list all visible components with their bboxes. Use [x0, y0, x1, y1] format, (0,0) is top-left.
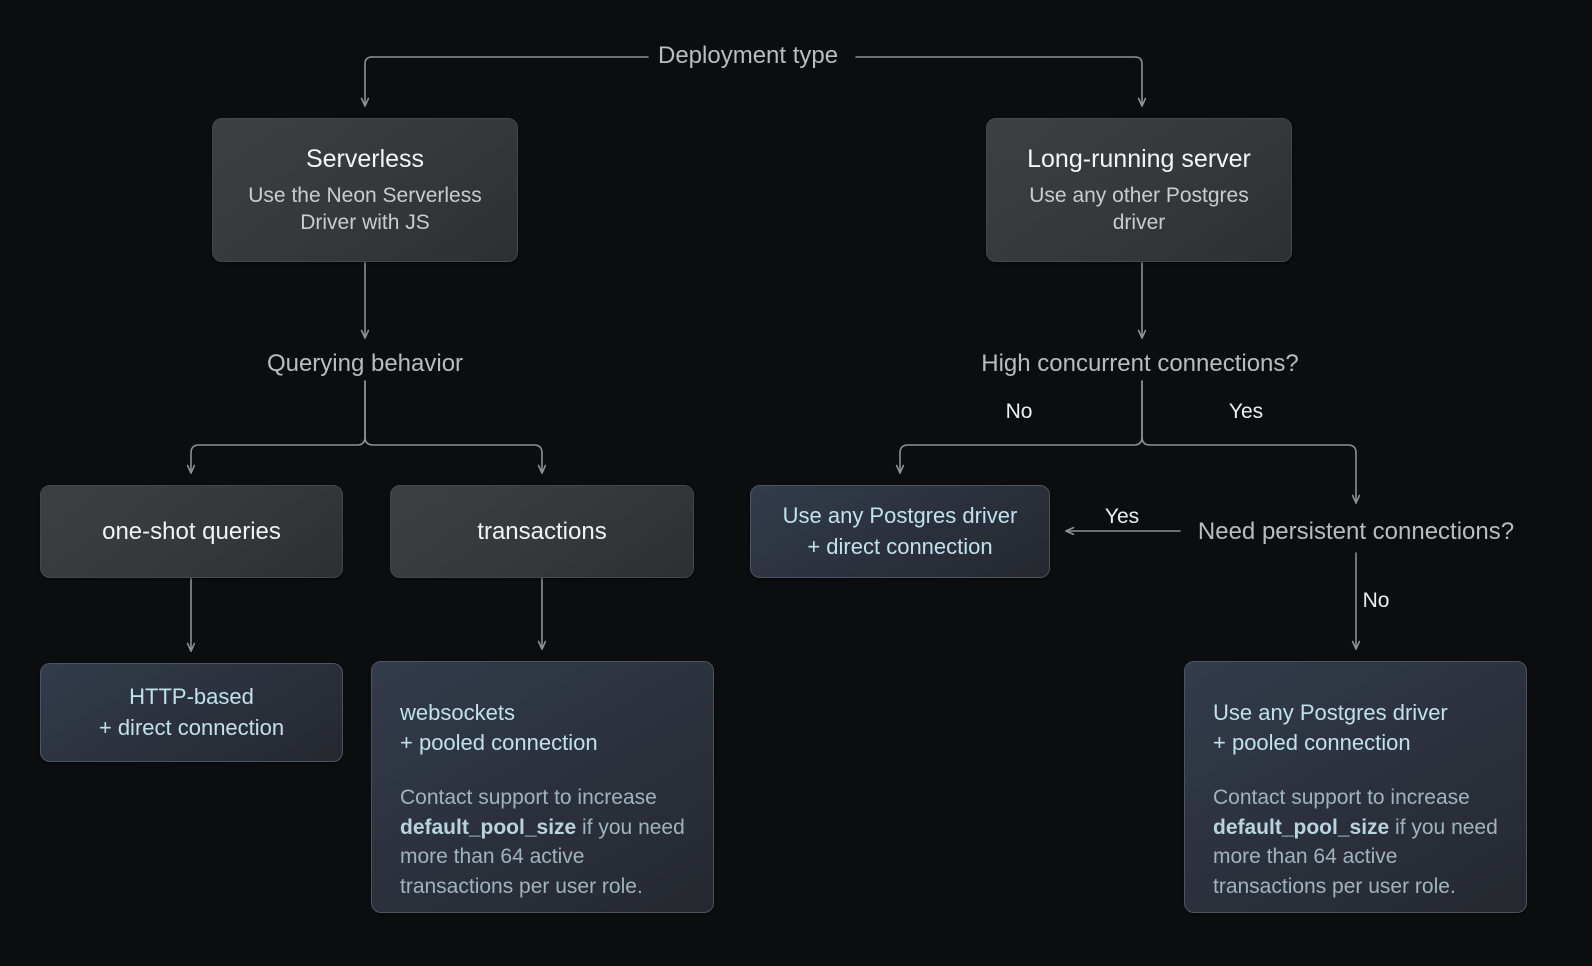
edge-querying-to-oneshot	[191, 380, 366, 473]
node-websockets-pooled-connection[interactable]: websockets + pooled connection Contact s…	[371, 661, 714, 913]
label-querying-behavior: Querying behavior	[266, 350, 464, 377]
node-serverless[interactable]: Serverless Use the Neon Serverless Drive…	[212, 118, 518, 262]
edge-concurrency-no	[900, 380, 1143, 473]
edge-label-persistent-yes: Yes	[1104, 505, 1140, 528]
node-websockets-body-after: if you need more than 64 active transact…	[400, 815, 685, 899]
node-websockets-head: websockets + pooled connection	[400, 700, 598, 756]
root-label: Deployment type	[658, 42, 839, 69]
label-high-concurrent-connections: High concurrent connections?	[981, 350, 1299, 377]
edge-root-to-longrunning	[1134, 56, 1142, 106]
label-need-persistent-connections: Need persistent connections?	[1197, 518, 1515, 545]
edge-label-persistent-no: No	[1362, 589, 1390, 612]
node-postgres-pooled-body-before: Contact support to increase	[1213, 785, 1470, 809]
node-one-shot-queries[interactable]: one-shot queries	[40, 485, 343, 578]
edge-querying-to-transactions	[364, 380, 542, 473]
node-websockets-body-before: Contact support to increase	[400, 785, 657, 809]
node-postgres-direct-connection[interactable]: Use any Postgres driver + direct connect…	[750, 485, 1050, 578]
node-http-direct-connection[interactable]: HTTP-based + direct connection	[40, 663, 343, 762]
node-http-direct-connection-head: HTTP-based + direct connection	[98, 684, 285, 740]
node-one-shot-queries-label: one-shot queries	[102, 517, 281, 545]
edge-root-to-serverless	[365, 56, 373, 106]
node-long-running-server[interactable]: Long-running server Use any other Postgr…	[986, 118, 1292, 262]
edge-label-concurrency-no: No	[1005, 400, 1033, 423]
node-long-running-subtitle: Use any other Postgres driver	[1029, 183, 1249, 234]
node-long-running-title: Long-running server	[1027, 144, 1251, 173]
node-serverless-subtitle: Use the Neon Serverless Driver with JS	[248, 183, 482, 234]
node-websockets-body: Contact support to increase default_pool…	[400, 783, 685, 902]
node-serverless-title: Serverless	[305, 144, 425, 173]
node-postgres-pooled-body: Contact support to increase default_pool…	[1213, 783, 1498, 902]
node-postgres-pooled-body-code: default_pool_size	[1213, 815, 1390, 839]
node-websockets-body-code: default_pool_size	[400, 815, 577, 839]
node-postgres-direct-connection-head: Use any Postgres driver + direct connect…	[782, 503, 1018, 559]
node-transactions[interactable]: transactions	[390, 485, 694, 578]
node-postgres-pooled-head: Use any Postgres driver + pooled connect…	[1213, 700, 1448, 756]
node-postgres-pooled-connection[interactable]: Use any Postgres driver + pooled connect…	[1184, 661, 1527, 913]
node-transactions-label: transactions	[477, 517, 607, 545]
edge-label-concurrency-yes: Yes	[1228, 400, 1264, 423]
node-postgres-pooled-body-after: if you need more than 64 active transact…	[1213, 815, 1498, 899]
